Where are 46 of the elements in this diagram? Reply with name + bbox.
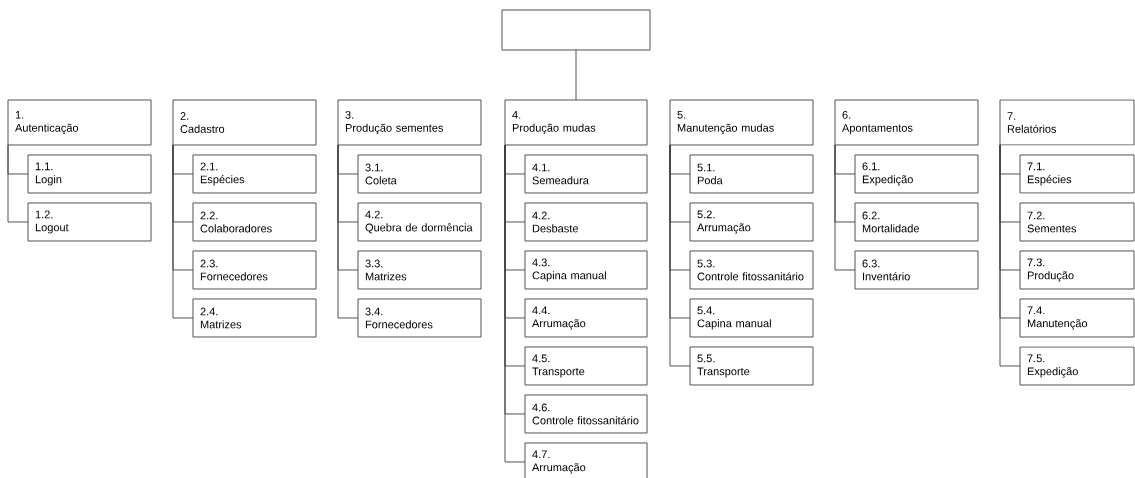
connector-line: [337, 144, 359, 319]
connector-line: [504, 144, 526, 463]
page-box: 2.1. Espécies: [192, 154, 317, 194]
page-box: 4.7. Arrumação: [524, 442, 648, 478]
page-box: 5.2. Arrumação: [689, 202, 814, 242]
page-box: 5.1. Poda: [689, 154, 814, 194]
section-box: 6. Apontamentos: [834, 99, 979, 146]
page-box: 5.4. Capina manual: [689, 298, 814, 338]
page-box: 4.6. Controle fitossanitário: [524, 394, 648, 434]
page-box: 4.1. Semeadura: [524, 154, 648, 194]
page-box: 7.1. Espécies: [1019, 154, 1135, 194]
section-box: 3. Produção sementes: [337, 99, 482, 146]
page-box: 5.5. Transporte: [689, 346, 814, 386]
connector-line: [834, 144, 856, 271]
connector-line: [575, 49, 577, 101]
page-box: 7.3. Produção: [1019, 250, 1135, 290]
page-box: 1.2. Logout: [27, 202, 152, 242]
page-box: 5.3. Controle fitossanitário: [689, 250, 814, 290]
page-box: 6.2. Mortalidade: [854, 202, 979, 242]
page-box: 3.3. Matrizes: [357, 250, 482, 290]
page-box: 4.4. Arrumação: [524, 298, 648, 338]
page-box: 2.3. Fornecedores: [192, 250, 317, 290]
page-box: 4.5. Transporte: [524, 346, 648, 386]
section-box: 2. Cadastro: [172, 99, 317, 146]
page-box: 4.3. Capina manual: [524, 250, 648, 290]
connector-line: [999, 144, 1021, 367]
page-box: 2.4. Matrizes: [192, 298, 317, 338]
page-box: 3.4. Fornecedores: [357, 298, 482, 338]
page-box: 6.1. Expedição: [854, 154, 979, 194]
page-box: 7.5. Expedição: [1019, 346, 1135, 386]
section-box: 1. Autenticação: [7, 99, 152, 146]
connector-line: [7, 144, 29, 223]
section-box: 4. Produção mudas: [504, 99, 648, 146]
root-box: [501, 9, 651, 51]
page-box: 6.3. Inventário: [854, 250, 979, 290]
connector-line: [669, 144, 691, 367]
page-box: 4.2. Quebra de dormência: [357, 202, 482, 242]
connector-line: [172, 144, 194, 319]
page-box: 2.2. Colaboradores: [192, 202, 317, 242]
page-box: 7.4. Manutenção: [1019, 298, 1135, 338]
page-box: 3.1. Coleta: [357, 154, 482, 194]
page-box: 4.2. Desbaste: [524, 202, 648, 242]
page-box: 1.1. Login: [27, 154, 152, 194]
section-box: 5. Manutenção mudas: [669, 99, 814, 146]
page-box: 7.2. Sementes: [1019, 202, 1135, 242]
section-box: 7. Relatórios: [999, 99, 1135, 146]
